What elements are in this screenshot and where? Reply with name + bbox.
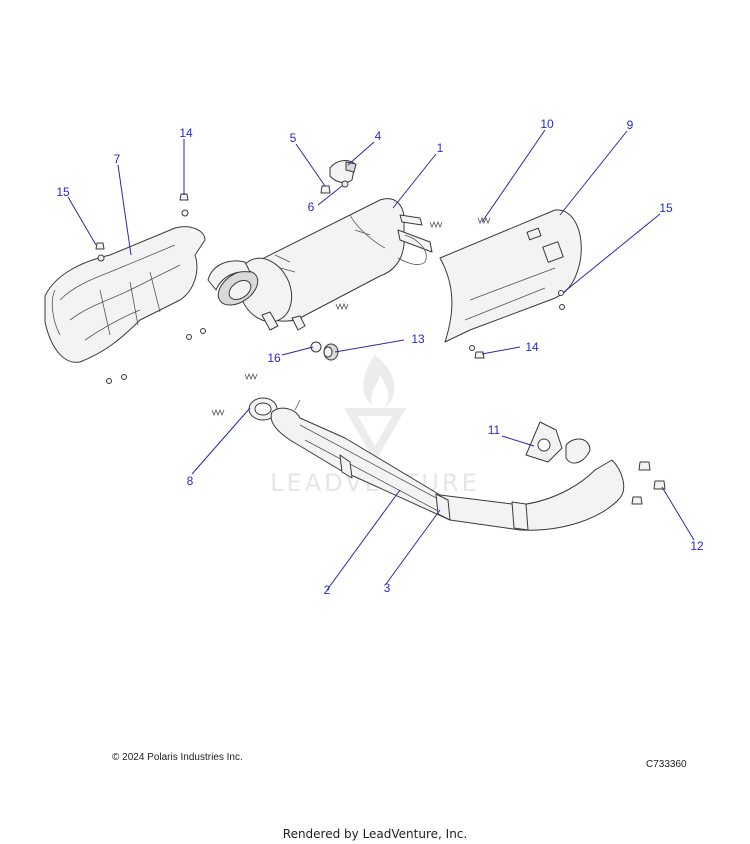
callout-1: 1 [437, 141, 444, 155]
callout-4: 4 [375, 129, 382, 143]
left-heat-shield [44, 193, 206, 384]
copyright-notice: © 2024 Polaris Industries Inc. [112, 752, 243, 763]
callouts: 1 2 3 4 5 6 7 8 9 10 11 12 13 14 14 15 1… [56, 117, 704, 597]
callout-3: 3 [384, 581, 391, 595]
right-heat-shield [439, 209, 582, 359]
callout-10: 10 [540, 117, 554, 131]
callout-2: 2 [324, 583, 331, 597]
flange-bolts [631, 461, 666, 505]
callout-9: 9 [627, 118, 634, 132]
callout-8: 8 [187, 474, 194, 488]
rendered-by-footer: Rendered by LeadVenture, Inc. [282, 827, 468, 841]
callout-14-top: 14 [179, 126, 193, 140]
callout-15-left: 15 [56, 185, 70, 199]
callout-6: 6 [308, 200, 315, 214]
figure-id: C733360 [646, 759, 687, 770]
small-fittings [320, 160, 357, 194]
flange-gasket [525, 421, 563, 463]
callout-13: 13 [411, 332, 425, 346]
muffler [207, 198, 433, 331]
watermark-flame-icon [363, 355, 395, 408]
springs [211, 216, 491, 417]
callout-16: 16 [267, 351, 281, 365]
callout-12: 12 [690, 539, 704, 553]
head-pipe [270, 399, 625, 531]
callout-14-bottom: 14 [525, 340, 539, 354]
callout-15-right: 15 [659, 201, 673, 215]
grommet-and-washer [310, 341, 339, 361]
callout-5: 5 [290, 131, 297, 145]
leader-lines [67, 129, 695, 591]
callout-11: 11 [488, 423, 501, 437]
callout-7: 7 [114, 152, 121, 166]
watermark-v-icon [344, 408, 406, 462]
